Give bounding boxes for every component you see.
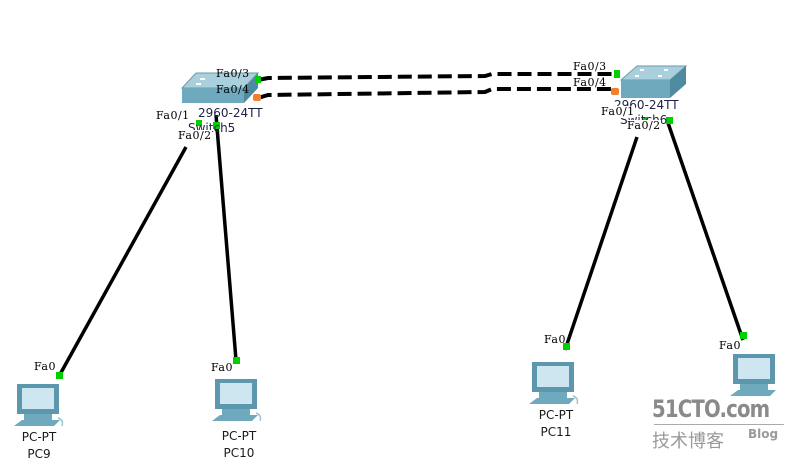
link-sw5-pc10[interactable] (214, 114, 238, 361)
link-sw5-pc9[interactable] (56, 146, 188, 379)
pc11-type-label: PC-PT (538, 408, 574, 422)
port-label-sw5-fa04: Fa0/4 (216, 83, 250, 96)
port-label-sw6-fa01: Fa0/1 (601, 105, 635, 118)
pc9-icon[interactable] (14, 384, 64, 427)
port-label-sw5-fa01: Fa0/1 (156, 109, 190, 122)
link-indicator-sw6-fa04 (611, 88, 619, 95)
port-label-pc9-fa0: Fa0 (34, 360, 56, 373)
pc10-name-label: PC10 (223, 446, 255, 460)
link-sw6-pc11[interactable] (563, 136, 639, 351)
trunk-link-fa03[interactable] (257, 72, 615, 82)
link-indicator-pc11 (563, 343, 570, 350)
port-label-pc11-fa0: Fa0 (544, 333, 566, 346)
watermark-blog: Blog (748, 427, 779, 441)
pc12-icon[interactable] (730, 354, 776, 396)
link-indicator-sw6-fa02 (666, 117, 673, 124)
link-indicator-sw5-fa02 (196, 120, 202, 126)
port-label-sw5-fa02: Fa0/2 (178, 129, 212, 142)
port-label-pc12-fa0: Fa0 (719, 339, 741, 352)
switch6-icon[interactable] (619, 65, 688, 98)
watermark-main: 51CTO.com (652, 395, 770, 423)
pc11-name-label: PC11 (540, 425, 572, 439)
watermark-sub: 技术博客 (652, 431, 724, 452)
pc11-icon[interactable] (529, 362, 579, 405)
link-indicator-pc9 (56, 372, 63, 379)
watermark-divider (654, 424, 784, 425)
link-indicator-sw5-fa03 (255, 76, 261, 83)
trunk-link-fa04[interactable] (257, 87, 615, 100)
pc9-type-label: PC-PT (21, 430, 57, 444)
port-label-sw6-fa02: Fa0/2 (627, 119, 661, 132)
switch5-model-label: 2960-24TT (198, 106, 263, 120)
watermark: 51CTO.com 技术博客 Blog (652, 395, 792, 453)
link-indicator-pc10 (233, 357, 240, 364)
link-sw6-pc12[interactable] (665, 119, 745, 341)
port-label-sw6-fa03: Fa0/3 (573, 60, 607, 73)
port-label-sw6-fa04: Fa0/4 (573, 76, 607, 89)
switch5-icon[interactable] (180, 72, 260, 103)
pc10-type-label: PC-PT (221, 429, 257, 443)
port-label-pc10-fa0: Fa0 (211, 361, 233, 374)
link-indicator-pc12 (740, 332, 747, 339)
link-indicator-sw5-fa01 (213, 122, 220, 129)
pc9-name-label: PC9 (27, 447, 51, 461)
pc10-icon[interactable] (212, 379, 262, 422)
link-indicator-sw6-fa03 (614, 70, 620, 78)
link-indicator-sw5-fa04 (253, 94, 261, 101)
port-label-sw5-fa03: Fa0/3 (216, 67, 250, 80)
